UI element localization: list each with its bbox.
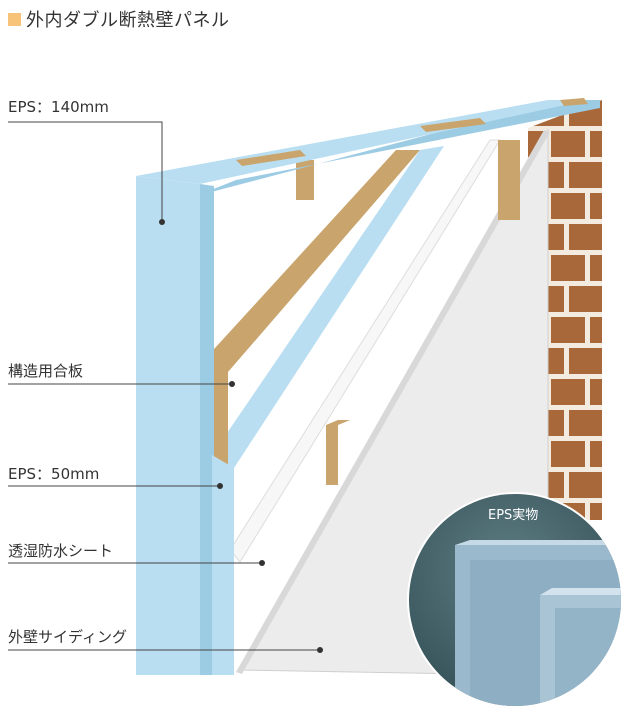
brick (608, 224, 640, 250)
leader-dot (317, 647, 323, 653)
label-eps-50: EPS：50mm (8, 465, 100, 483)
brick (569, 410, 602, 436)
leader-dot (259, 560, 265, 566)
eps-50-layer (212, 146, 444, 468)
brick (590, 503, 602, 520)
label-exterior-siding: 外壁サイディング (8, 628, 127, 646)
brick (629, 503, 640, 529)
brick (590, 441, 602, 467)
brick (590, 255, 602, 281)
leader-lines (8, 121, 323, 653)
title-marker (8, 12, 21, 26)
label-eps-140: EPS：140mm (8, 98, 109, 116)
brick (551, 379, 585, 405)
wood-stud-top (326, 420, 350, 425)
top-rail-1 (236, 150, 306, 166)
brick (608, 100, 640, 126)
header: 外内ダブル断熱壁パネル (8, 6, 230, 32)
brick (551, 193, 585, 219)
brick (551, 317, 585, 343)
brick (629, 255, 640, 281)
brick (569, 348, 602, 374)
brick (569, 162, 602, 188)
inset-label: EPS実物 (488, 508, 539, 523)
brick (590, 317, 602, 343)
brick (629, 379, 640, 405)
brick (629, 131, 640, 157)
eps-50-face (212, 455, 234, 675)
leader-dot (159, 219, 165, 225)
label-structural-plywood: 構造用合板 (8, 362, 84, 380)
brick (569, 286, 602, 312)
brick (569, 224, 602, 250)
brick (590, 379, 602, 405)
brick (551, 441, 585, 467)
brick (629, 193, 640, 219)
wood-stud (326, 425, 338, 485)
top-rail-2 (420, 118, 486, 132)
brick (608, 286, 640, 312)
eps-140-front (136, 176, 200, 675)
page-title: 外内ダブル断熱壁パネル (26, 10, 230, 31)
brick (608, 472, 640, 498)
brick (608, 410, 640, 436)
top-rail-3 (560, 98, 588, 106)
brick (608, 348, 640, 374)
eps-140-back (196, 100, 600, 196)
wood-stud-mid (296, 160, 314, 200)
leader-dot (217, 483, 223, 489)
leader-line (8, 121, 163, 222)
brick (608, 162, 640, 188)
siding-edge (236, 130, 550, 674)
brick (551, 255, 585, 281)
brick (569, 472, 602, 498)
eps-140-side (200, 184, 214, 675)
brick (590, 193, 602, 219)
brick (629, 565, 640, 591)
brick (551, 131, 585, 157)
leader-dot (229, 381, 235, 387)
eps-140-top (136, 100, 588, 184)
brick (590, 131, 602, 157)
wood-stud-right (498, 140, 520, 220)
brick (629, 317, 640, 343)
label-moisture-membrane: 透湿防水シート (8, 542, 114, 560)
brick (629, 441, 640, 467)
